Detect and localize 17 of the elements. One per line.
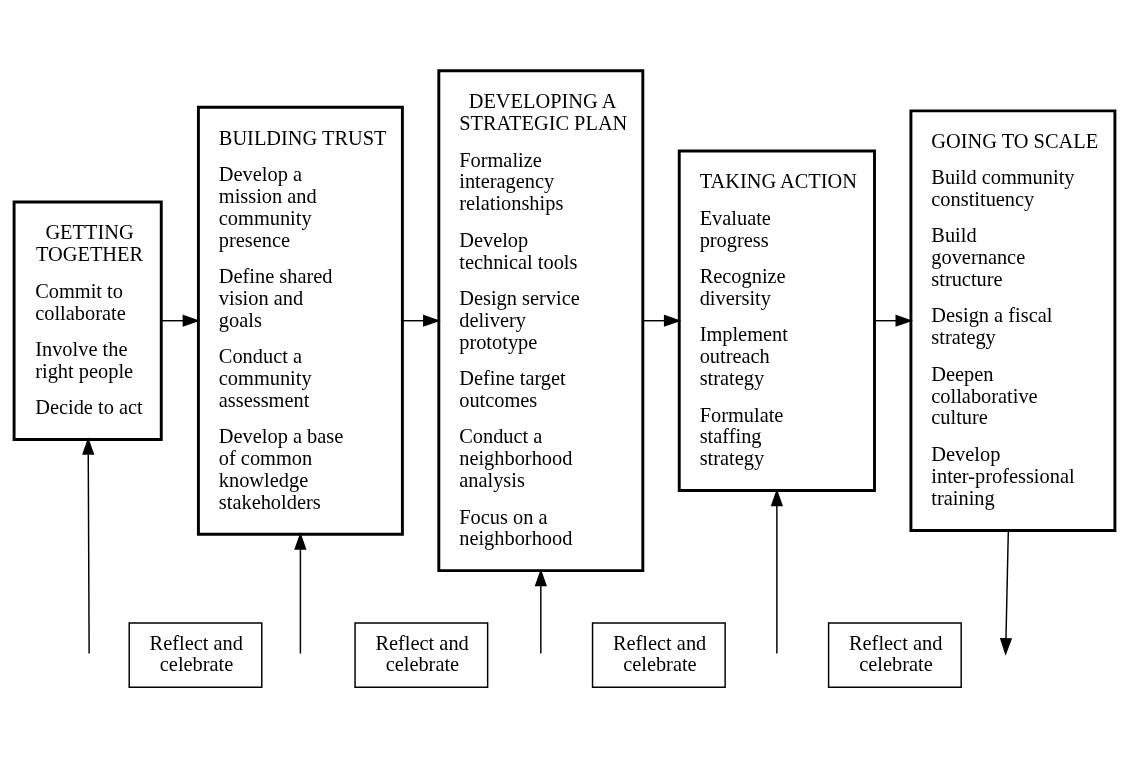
arrow — [82, 436, 95, 654]
node-box: GOING TO SCALE Build community constituency Build governance structure Design a fiscal strategy Deepen collaborative culture Develop inter-professional training — [909, 108, 1117, 532]
arrow — [534, 568, 547, 654]
arrow — [642, 314, 682, 327]
arrow — [873, 314, 913, 327]
arrow — [999, 529, 1013, 656]
node-box: DEVELOPING A STRATEGIC PLAN Formalize interagency relationships Develop technical tools Design service delivery prototype Define target outcomes Conduct a neighborhood analysis Focus on a neighborhood — [437, 68, 645, 572]
arrow — [402, 314, 441, 327]
node-box: Reflect and celebrate — [354, 621, 489, 688]
arrow — [294, 531, 307, 654]
node-box: BUILDING TRUST Develop a mission and community presence Define shared vision and goals Conduct a community assessment Develop a base of common knowledge stakeholders — [196, 105, 404, 536]
node-box: TAKING ACTION Evaluate progress Recognize diversity Implement outreach strategy Formulate staffing strategy — [677, 149, 876, 492]
node-box: Reflect and celebrate — [827, 621, 962, 688]
node-box: Reflect and celebrate — [591, 621, 726, 688]
node-box: Reflect and celebrate — [128, 621, 263, 688]
arrow — [160, 314, 201, 327]
node-box: GETTING TOGETHER Commit to collaborate Involve the right people Decide to act — [12, 200, 163, 441]
